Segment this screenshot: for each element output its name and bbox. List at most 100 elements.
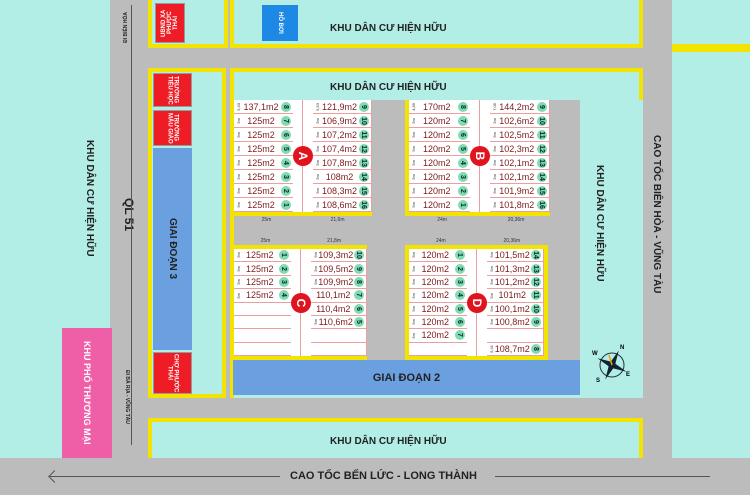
lot-area: 102,1m2 xyxy=(499,157,535,168)
lot-area: 120m2 xyxy=(421,263,450,274)
compass-n: N xyxy=(620,345,625,351)
frontage-width: 21,8m xyxy=(327,238,341,244)
lot-number-badge: 3 xyxy=(454,276,465,287)
lot-number-badge: 2 xyxy=(281,185,291,196)
lot-number-badge: 2 xyxy=(457,185,468,196)
kindergarten[interactable]: TRƯỜNG MẪU GIÁO xyxy=(153,110,192,146)
ubnd-building[interactable]: UBND XÃ PHƯỚC THÁI xyxy=(155,3,185,43)
block-center-divider: D xyxy=(466,249,487,356)
lot-number-badge: 1 xyxy=(457,199,468,210)
frontage-width: 24m xyxy=(436,238,446,244)
lot-number-badge: 11 xyxy=(531,290,541,301)
right-residential-area xyxy=(580,100,643,398)
lot-number-badge: 5 xyxy=(457,143,468,154)
lot-area: 120m2 xyxy=(421,317,450,328)
lot-side-dimension: 5m xyxy=(315,187,320,194)
mid-residential-label: KHU DÂN CƯ HIỆN HỮU xyxy=(330,82,447,93)
commercial-zone[interactable]: KHU PHỐ THƯƠNG MẠI xyxy=(62,328,112,458)
primary-school[interactable]: TRƯỜNG TIỂU HỌC xyxy=(153,73,192,107)
lot-area: 102,6m2 xyxy=(499,115,535,126)
lot-area: 144,2m2 xyxy=(499,101,535,112)
lot-area: 125m2 xyxy=(245,263,274,274)
lot-side-dimension: 5m xyxy=(411,117,416,124)
block-letter-badge: B xyxy=(469,146,490,166)
lot-area: 125m2 xyxy=(247,185,275,196)
lot-side-dimension: 5m xyxy=(491,117,497,124)
lot-area: 120m2 xyxy=(421,250,450,261)
lot xyxy=(234,343,291,356)
lot-number-badge: 7 xyxy=(353,290,364,301)
frontage-width: 25m xyxy=(261,217,272,223)
lot-side-dimension: 5m xyxy=(236,279,241,285)
lot-area: 110,6m2 xyxy=(318,317,353,328)
lot-number-badge: 15 xyxy=(359,185,369,196)
phase-3-zone[interactable]: GIAI ĐOẠN 3 xyxy=(153,148,192,350)
swimming-pool[interactable]: HỒ BƠI xyxy=(262,5,298,41)
phase-2-zone[interactable]: GIAI ĐOẠN 2 xyxy=(233,360,580,395)
far-right-area xyxy=(672,48,750,458)
lot-side-dimension: 5m xyxy=(315,131,320,138)
bien-hoa-vung-tau-expressway-label: CAO TỐC BIÊN HÒA - VŨNG TÀU xyxy=(651,135,662,294)
lot-area: 108,6m2 xyxy=(321,199,358,210)
market[interactable]: CHỢ PHƯỚC THÁI xyxy=(153,352,192,394)
left-residential-label: KHU DÂN CƯ HIỆN HỮU xyxy=(84,140,95,257)
